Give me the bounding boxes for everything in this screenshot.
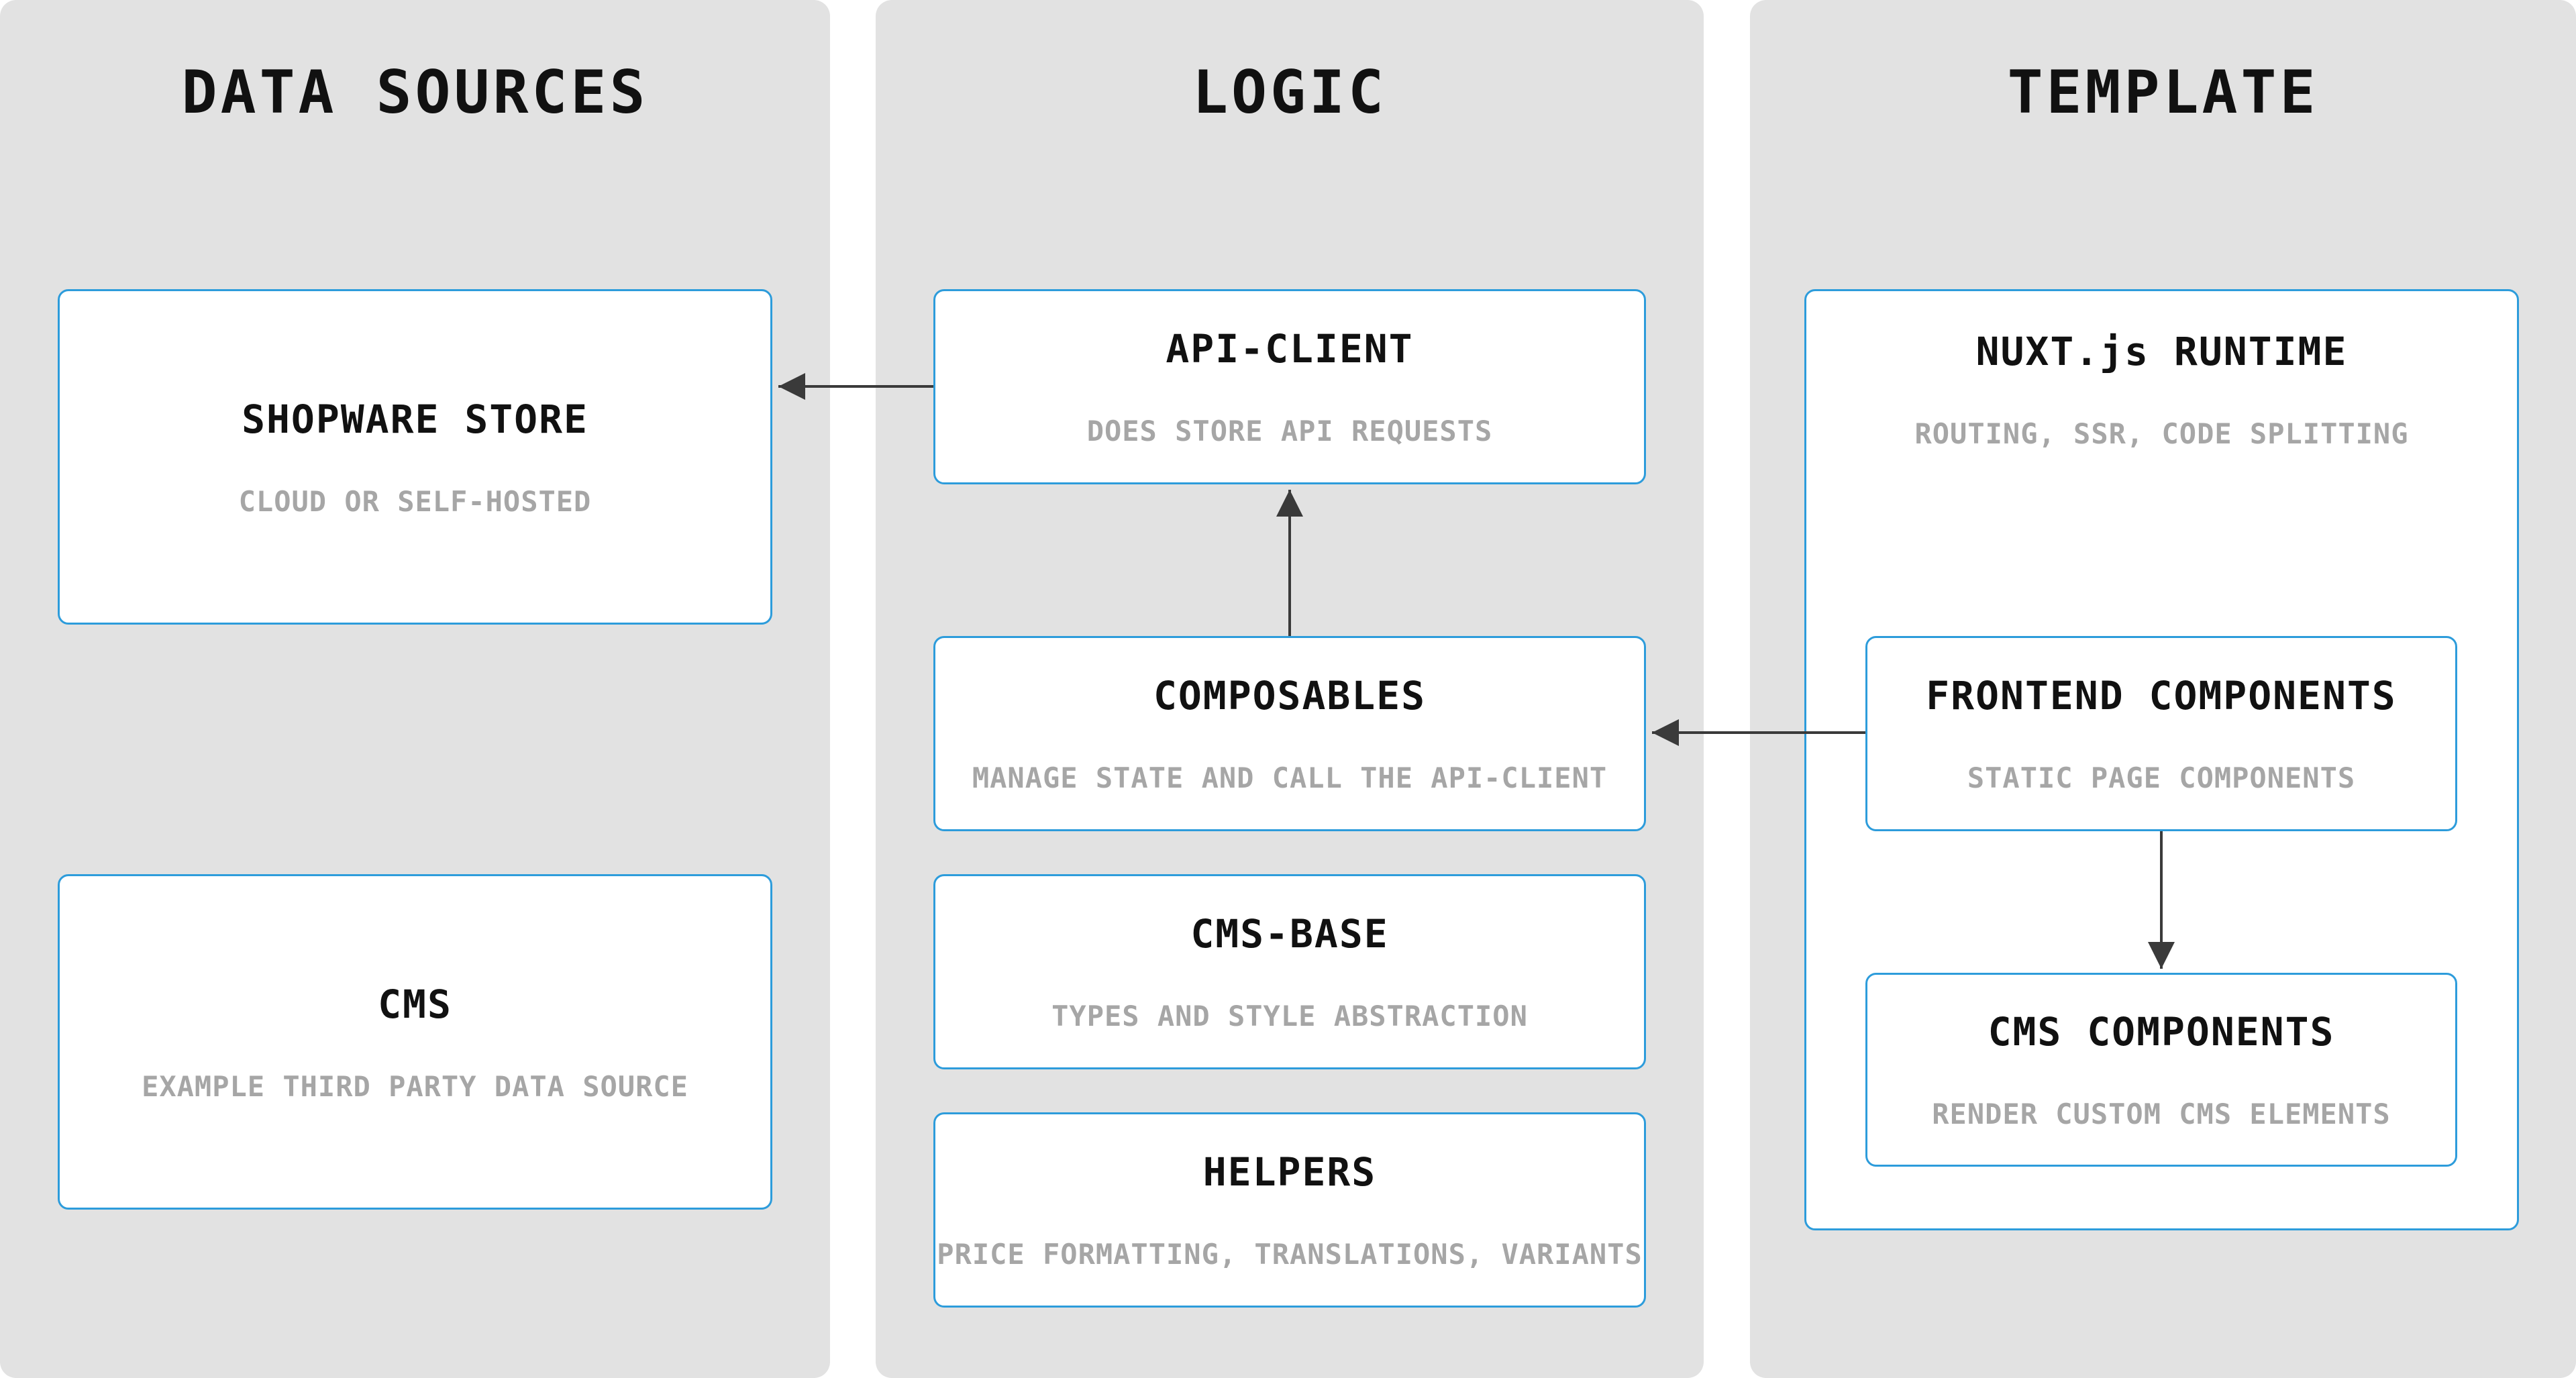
node-api-client: API-CLIENT DOES STORE API REQUESTS — [933, 289, 1646, 484]
panel-title-data-sources: DATA SOURCES — [181, 58, 649, 127]
node-subtitle: DOES STORE API REQUESTS — [1086, 415, 1493, 447]
node-subtitle: MANAGE STATE AND CALL THE API-CLIENT — [972, 761, 1608, 794]
panel-title-logic: LOGIC — [1192, 58, 1387, 127]
node-shopware-store: SHOPWARE STORE CLOUD OR SELF-HOSTED — [58, 289, 772, 625]
node-frontend-components: FRONTEND COMPONENTS STATIC PAGE COMPONEN… — [1865, 636, 2457, 831]
node-title: API-CLIENT — [1166, 326, 1414, 372]
node-subtitle: RENDER CUSTOM CMS ELEMENTS — [1932, 1098, 2391, 1130]
node-title: CMS COMPONENTS — [1988, 1009, 2335, 1055]
node-title: CMS-BASE — [1190, 911, 1389, 957]
panel-title-template: TEMPLATE — [2007, 58, 2319, 127]
node-title: HELPERS — [1202, 1149, 1377, 1195]
node-composables: COMPOSABLES MANAGE STATE AND CALL THE AP… — [933, 636, 1646, 831]
node-subtitle: ROUTING, SSR, CODE SPLITTING — [1914, 417, 2409, 450]
node-subtitle: STATIC PAGE COMPONENTS — [1967, 761, 2356, 794]
node-title: CMS — [378, 981, 452, 1027]
node-cms-base: CMS-BASE TYPES AND STYLE ABSTRACTION — [933, 874, 1646, 1069]
node-subtitle: EXAMPLE THIRD PARTY DATA SOURCE — [142, 1069, 688, 1103]
node-title: SHOPWARE STORE — [242, 396, 588, 442]
node-title: COMPOSABLES — [1153, 673, 1427, 719]
node-helpers: HELPERS PRICE FORMATTING, TRANSLATIONS, … — [933, 1112, 1646, 1308]
node-cms: CMS EXAMPLE THIRD PARTY DATA SOURCE — [58, 874, 772, 1210]
node-subtitle: CLOUD OR SELF-HOSTED — [238, 484, 592, 518]
node-cms-components: CMS COMPONENTS RENDER CUSTOM CMS ELEMENT… — [1865, 973, 2457, 1167]
node-subtitle: TYPES AND STYLE ABSTRACTION — [1051, 1000, 1528, 1032]
node-title: FRONTEND COMPONENTS — [1926, 673, 2397, 719]
node-title: NUXT.js RUNTIME — [1975, 329, 2348, 374]
node-subtitle: PRICE FORMATTING, TRANSLATIONS, VARIANTS — [937, 1238, 1643, 1271]
